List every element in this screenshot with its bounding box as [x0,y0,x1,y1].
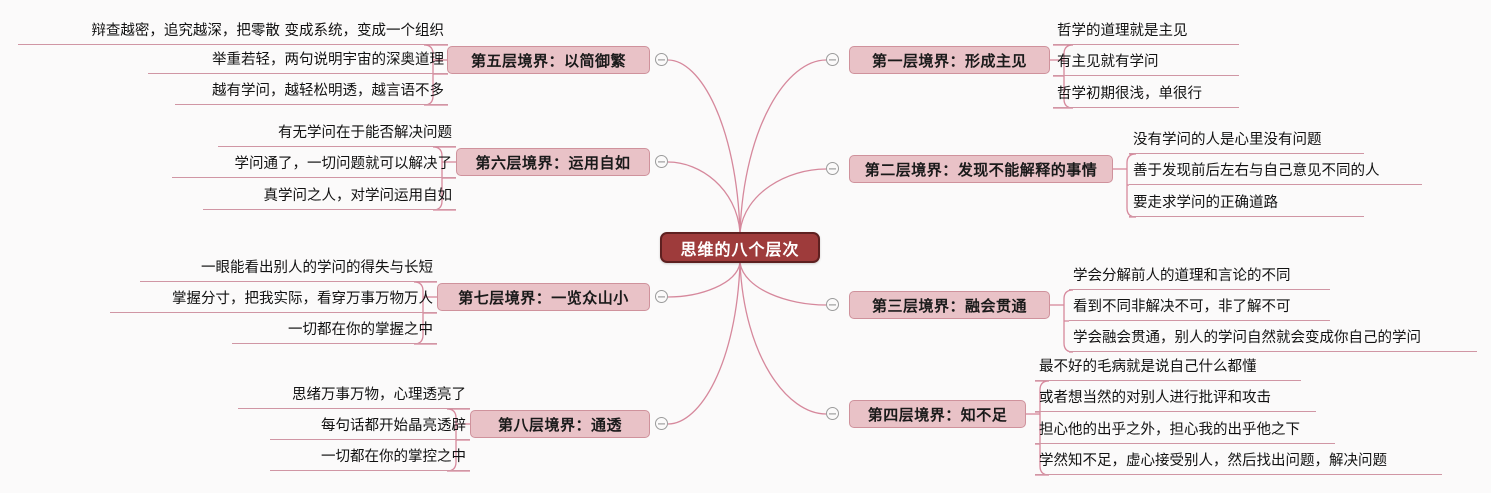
level-node-5[interactable]: 第一层境界：形成主见 [849,46,1050,74]
collapse-toggle-1[interactable] [655,53,668,66]
level-node-8[interactable]: 第四层境界：知不足 [849,400,1026,428]
leaf-node-2-3[interactable]: 真学问之人，对学问运用自如 [203,183,456,210]
leaf-node-8-3[interactable]: 担心他的出乎之外，担心我的出乎他之下 [1035,417,1335,444]
leaf-node-5-1[interactable]: 哲学的道理就是主见 [1053,18,1239,45]
connector-curve [667,161,741,233]
leaf-node-2-2[interactable]: 学问通了，一切问题就可以解决了 [172,151,456,178]
leaf-node-1-1[interactable]: 辩查越密，追究越深，把零散 变成系统，变成一个组织 [18,18,448,45]
leaf-node-8-1[interactable]: 最不好的毛病就是说自己什么都懂 [1035,354,1301,381]
collapse-toggle-2[interactable] [655,155,668,168]
leaf-node-3-3[interactable]: 一切都在你的掌握之中 [232,317,437,344]
level-node-1[interactable]: 第五层境界：以简御繁 [447,46,650,74]
leaf-node-6-3[interactable]: 要走求学问的正确道路 [1129,190,1364,217]
leaf-node-3-1[interactable]: 一眼能看出别人的学问的得失与长短 [140,255,437,282]
collapse-toggle-4[interactable] [655,417,668,430]
leaf-node-5-2[interactable]: 有主见就有学问 [1053,49,1239,76]
leaf-node-4-2[interactable]: 每句话都开始晶亮透辟 [270,413,470,440]
leaf-node-7-2[interactable]: 看到不同非解决不可，非了解不可 [1069,294,1330,321]
leaf-node-2-1[interactable]: 有无学问在于能否解决问题 [218,120,456,147]
leaf-node-8-2[interactable]: 或者想当然的对别人进行批评和攻击 [1035,385,1316,412]
level-node-6[interactable]: 第二层境界：发现不能解释的事情 [849,155,1113,183]
connector-curve [739,262,827,306]
connector-curve [667,262,741,298]
leaf-node-1-2[interactable]: 举重若轻，两句说明宇宙的深奥道理 [148,47,448,74]
root-node[interactable]: 思维的八个层次 [660,232,820,263]
leaf-node-1-3[interactable]: 越有学问，越轻松明透，越言语不多 [175,78,448,105]
leaf-node-5-3[interactable]: 哲学初期很浅，单很行 [1053,81,1239,108]
leaf-node-4-3[interactable]: 一切都在你的掌控之中 [270,444,470,471]
level-node-2[interactable]: 第六层境界：运用自如 [456,148,650,176]
leaf-node-4-1[interactable]: 思绪万事万物，心理透亮了 [238,382,470,409]
leaf-node-6-2[interactable]: 善于发现前后左右与自己意见不同的人 [1129,158,1422,185]
collapse-toggle-7[interactable] [826,298,839,311]
leaf-node-3-2[interactable]: 掌握分寸，把我实际，看穿万事万物万人 [110,286,437,313]
leaf-node-7-3[interactable]: 学会融会贯通，别人的学问自然就会变成你自己的学问 [1069,325,1477,352]
level-node-7[interactable]: 第三层境界：融会贯通 [849,291,1050,319]
connector-curve [739,59,827,233]
connector-curve [667,59,741,233]
leaf-node-8-4[interactable]: 学然知不足，虚心接受别人，然后找出问题，解决问题 [1035,448,1442,475]
connector-curve [739,262,827,415]
collapse-toggle-6[interactable] [826,162,839,175]
collapse-toggle-8[interactable] [826,407,839,420]
collapse-toggle-5[interactable] [826,53,839,66]
leaf-node-7-1[interactable]: 学会分解前人的道理和言论的不同 [1069,263,1330,290]
connector-curve [739,168,827,233]
connector-curve [667,262,741,425]
level-node-4[interactable]: 第八层境界：通透 [470,410,650,438]
level-node-3[interactable]: 第七层境界：一览众山小 [437,283,650,311]
leaf-node-6-1[interactable]: 没有学问的人是心里没有问题 [1129,127,1364,154]
collapse-toggle-3[interactable] [655,290,668,303]
